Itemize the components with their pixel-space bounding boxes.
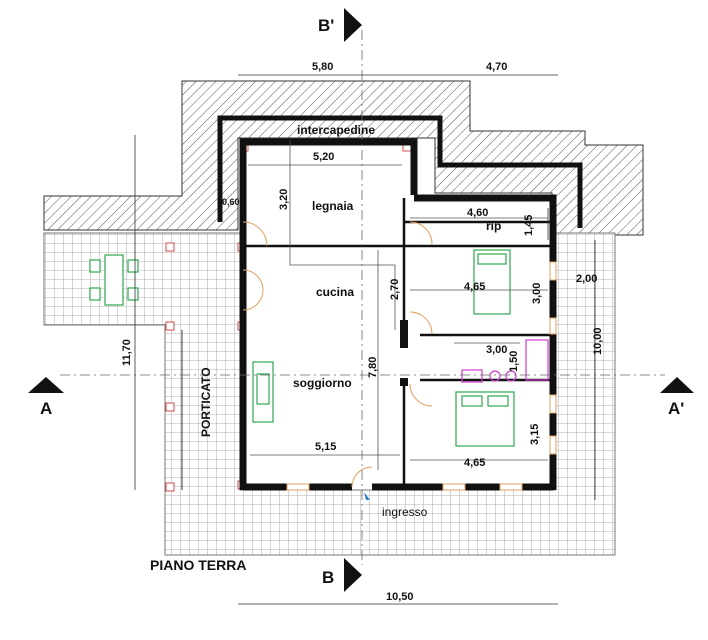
dim-bath-height: 1,50 (508, 351, 520, 372)
room-cucina: cucina (316, 285, 354, 299)
section-label-a-prime: A' (668, 399, 684, 418)
section-label-b-prime: B' (318, 16, 334, 35)
dim-rip-width: 4,60 (467, 207, 488, 219)
dim-legnaia-height: 3,20 (278, 189, 290, 210)
bathroom-fixtures (461, 339, 549, 383)
dimension-lines (134, 74, 596, 605)
room-intercapedine: intercapedine (297, 123, 375, 137)
room-rip: rip (486, 219, 501, 233)
windows (286, 261, 557, 491)
dim-right-outer-height: 2,00 (576, 273, 597, 285)
section-axes (60, 30, 665, 565)
dim-overall-left-height: 11,70 (121, 339, 133, 366)
dim-legnaia-width: 5,20 (313, 151, 334, 163)
porch-tiles (43, 232, 616, 556)
dim-top-left: 5,80 (312, 61, 333, 73)
room-legnaia: legnaia (312, 199, 354, 213)
entrance-arrow-icon (364, 492, 370, 500)
dim-bottom-overall: 10,50 (386, 591, 414, 603)
dim-soggiorno-height: 7,80 (367, 357, 379, 378)
dim-overall-right-height: 10,00 (592, 327, 604, 355)
dim-room2-width: 4,65 (464, 457, 485, 469)
dim-room1-height: 3,00 (531, 283, 543, 304)
section-label-a: A (40, 399, 52, 418)
dim-room2-height: 3,15 (529, 424, 541, 445)
doors (242, 221, 433, 488)
room-soggiorno: soggiorno (293, 376, 352, 390)
plan-title: PIANO TERRA (150, 557, 246, 573)
reference-lines (248, 140, 548, 470)
building-walls (239, 138, 557, 491)
garden-table (89, 254, 139, 306)
dim-bath-width: 3,00 (486, 344, 507, 356)
dim-cucina-height: 2,70 (389, 279, 401, 300)
room-porticato: PORTICATO (199, 367, 213, 437)
dim-top-right: 4,70 (486, 61, 507, 73)
intercapedine-walls (217, 115, 583, 228)
section-markers (28, 8, 694, 592)
room-ingresso: ingresso (382, 505, 428, 519)
interior-walls (243, 198, 553, 487)
dim-soggiorno-width: 5,15 (315, 441, 336, 453)
furniture (252, 249, 515, 447)
terrain-hatch (43, 80, 644, 236)
dim-wall-left: 0,60 (222, 197, 240, 207)
dim-rip-height: 1,45 (523, 215, 535, 236)
section-label-b: B (322, 568, 334, 587)
wall-segments (240, 300, 408, 386)
dim-room1-width: 4,65 (464, 281, 485, 293)
